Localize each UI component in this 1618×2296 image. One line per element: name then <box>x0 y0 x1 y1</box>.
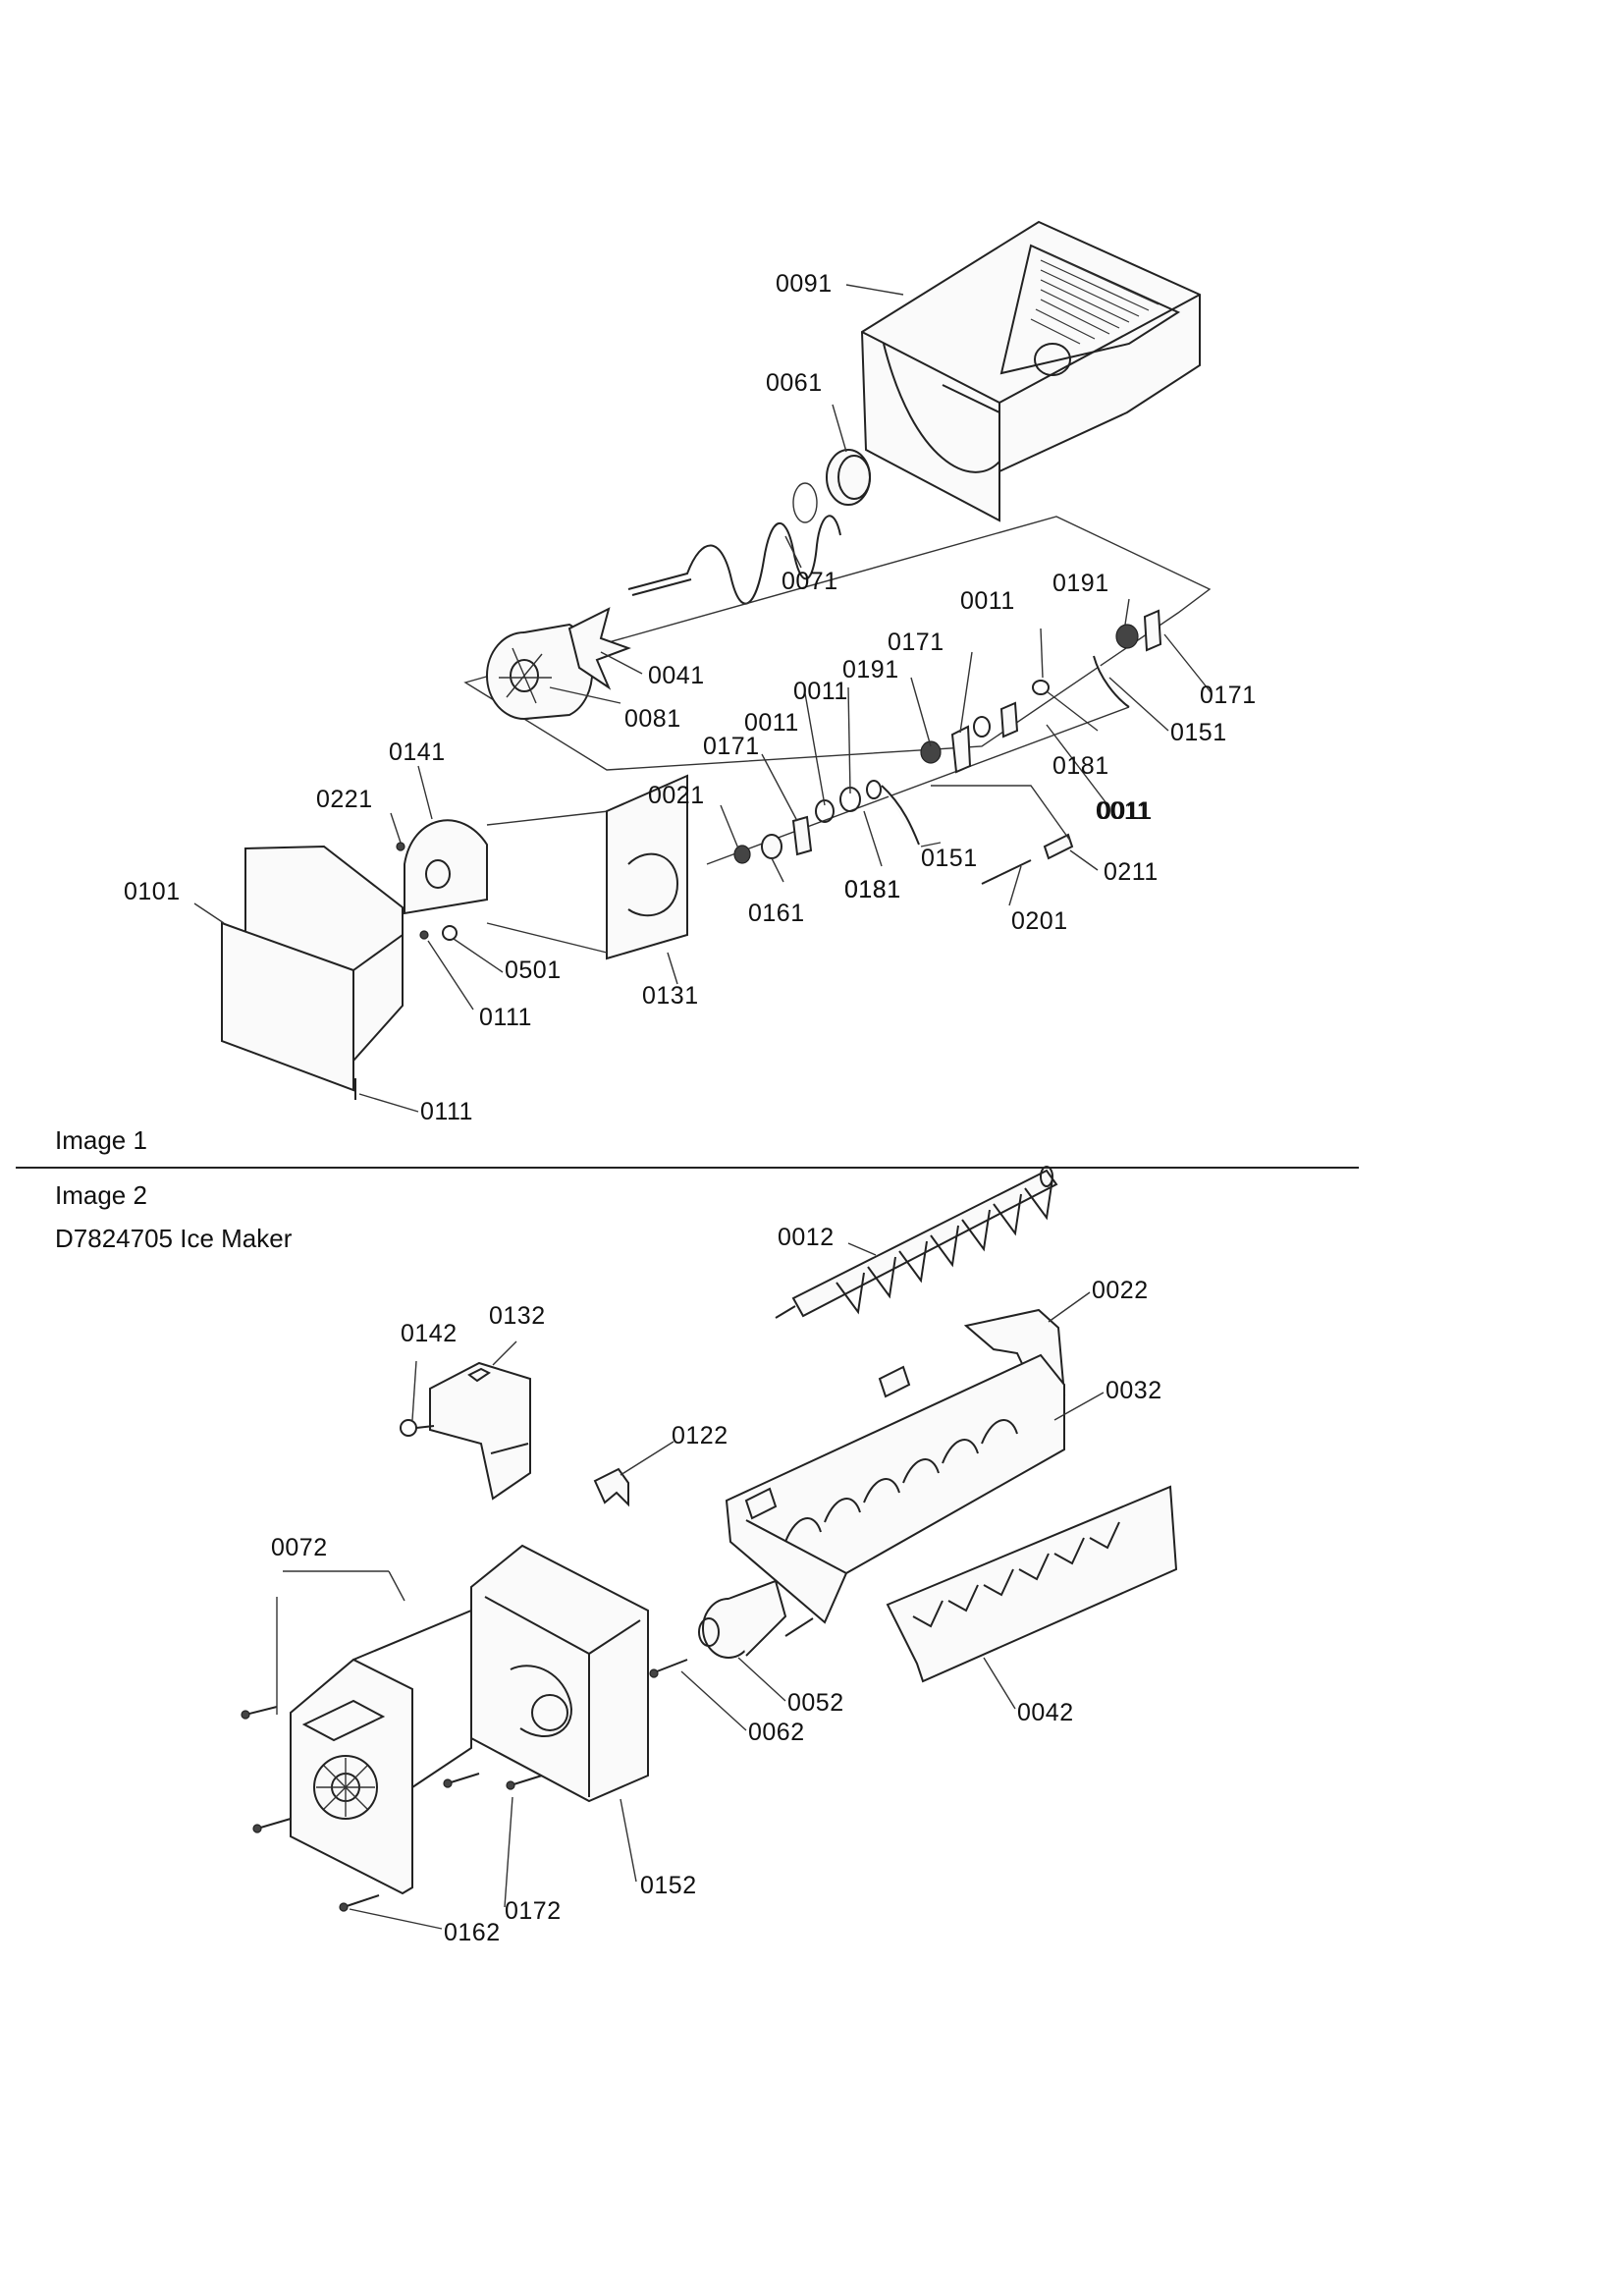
part-label-0042: 0042 <box>1017 1699 1074 1726</box>
ice-mold-part <box>725 1353 1065 1624</box>
part-label-0191-b: 0191 <box>842 656 899 683</box>
part-label-0162: 0162 <box>444 1919 501 1946</box>
part-label-0171-a: 0171 <box>1200 682 1257 709</box>
part-label-0151-a: 0151 <box>1170 719 1227 746</box>
clip-part <box>593 1467 629 1507</box>
part-label-0011-b: 0011 <box>793 678 848 705</box>
shaft-part-group <box>733 609 1162 864</box>
part-label-0161: 0161 <box>748 900 805 927</box>
mold-cover-part <box>886 1485 1178 1683</box>
leader-lines-image1 <box>193 284 1213 1113</box>
auger-disc-part <box>792 449 871 523</box>
part-label-0221: 0221 <box>316 786 373 813</box>
part-label-0501: 0501 <box>505 957 562 984</box>
auger-spring-part <box>627 515 841 605</box>
part-label-0111-a: 0111 <box>479 1004 532 1031</box>
part-label-0091: 0091 <box>776 270 833 298</box>
part-label-0181-c: 0181 <box>844 876 901 903</box>
switch-bracket-parts <box>400 1361 531 1501</box>
part-label-0111-b: 0111 <box>420 1098 473 1125</box>
part-label-0172: 0172 <box>505 1897 562 1925</box>
mounting-plate-part <box>486 774 688 960</box>
leader-lines-image2 <box>276 1242 1105 1930</box>
screw-parts-image2 <box>241 1706 543 1912</box>
crusher-blade-part <box>567 607 631 690</box>
part-label-0011-a: 0011 <box>960 587 1015 615</box>
part-label-0012: 0012 <box>778 1224 835 1251</box>
motor-housing-part <box>404 810 610 915</box>
part-label-0181-a: 0181 <box>1052 752 1109 780</box>
part-label-0171-b: 0171 <box>888 629 944 656</box>
image1-caption: Image 1 <box>55 1125 147 1155</box>
part-label-0201: 0201 <box>1011 907 1068 935</box>
part-label-0022: 0022 <box>1092 1277 1149 1304</box>
part-label-0191-a: 0191 <box>1052 570 1109 597</box>
assembly-outline <box>463 516 1212 771</box>
part-label-0122: 0122 <box>672 1422 728 1449</box>
part-label-0071: 0071 <box>782 568 838 595</box>
part-label-0101: 0101 <box>124 878 181 905</box>
clip-pin-parts <box>931 785 1074 885</box>
part-label-0132: 0132 <box>489 1302 546 1330</box>
part-label-0011-e: 0011 <box>1098 797 1153 825</box>
part-label-0011-d: 0011 <box>1096 797 1151 825</box>
part-label-0081: 0081 <box>624 705 681 733</box>
part-label-0211: 0211 <box>1104 858 1159 886</box>
part-label-0151-b: 0151 <box>921 845 978 872</box>
part-label-0152: 0152 <box>640 1872 697 1899</box>
front-cover-part <box>221 845 404 1092</box>
part-label-0041: 0041 <box>648 662 705 689</box>
part-label-0072: 0072 <box>271 1534 328 1561</box>
control-housing-part <box>470 1544 649 1803</box>
part-label-0061: 0061 <box>766 369 823 397</box>
part-label-0141: 0141 <box>389 738 446 766</box>
part-label-0021: 0021 <box>648 782 705 809</box>
image2-subtitle: D7824705 Ice Maker <box>55 1224 293 1253</box>
image2-caption: Image 2 <box>55 1180 147 1210</box>
part-label-0142: 0142 <box>401 1320 458 1347</box>
ejector-shaft-part <box>775 1166 1058 1319</box>
ice-bucket-part <box>860 220 1201 522</box>
control-module-part <box>283 1570 472 1895</box>
part-label-0181-b: 0181 <box>844 876 901 903</box>
part-label-0011-c: 0011 <box>744 709 799 737</box>
part-label-0171-c: 0171 <box>703 733 760 760</box>
section-divider <box>16 1167 1359 1169</box>
part-label-0052: 0052 <box>787 1689 844 1717</box>
part-label-0131: 0131 <box>642 982 699 1010</box>
thermostat-parts <box>649 1579 814 1678</box>
part-label-0032: 0032 <box>1106 1377 1162 1404</box>
part-label-0062: 0062 <box>748 1719 805 1746</box>
screw-parts-image1 <box>354 842 458 1100</box>
